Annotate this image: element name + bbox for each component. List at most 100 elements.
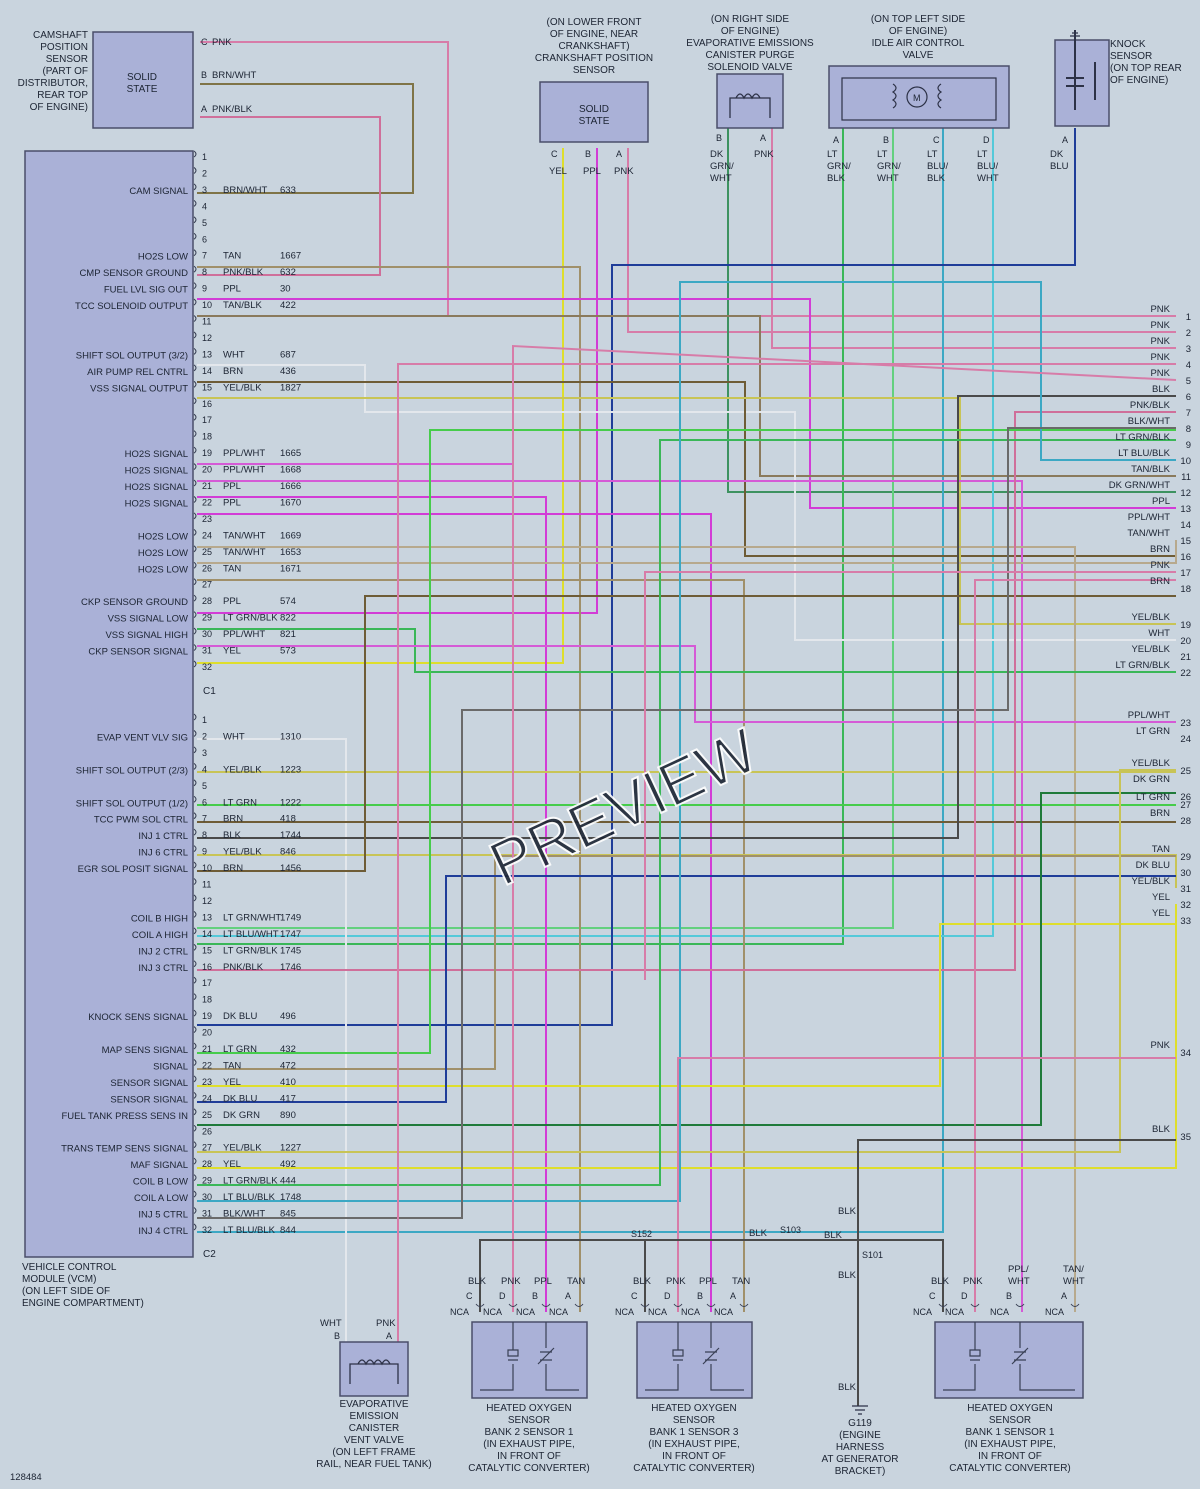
c2-pin-3-number: 3 <box>202 748 207 758</box>
pin-terminal-icon <box>193 1042 197 1050</box>
vent-pin-B: B <box>334 1331 340 1341</box>
b2s1-pin-B-nca: NCA <box>516 1307 535 1317</box>
c2-pin-25-signal: FUEL TANK PRESS SENS IN <box>61 1111 188 1122</box>
b2s1-label: CATALYTIC CONVERTER) <box>468 1463 590 1474</box>
c1-pin-14-signal: AIR PUMP REL CNTRL <box>87 367 188 378</box>
c2-pin-2-number: 2 <box>202 731 207 741</box>
c2-pin-5-number: 5 <box>202 781 207 791</box>
vent-solenoid-icon <box>349 1359 399 1384</box>
b2s1-pin-C-wire: BLK <box>468 1276 487 1287</box>
b1s1-pin-D: D <box>961 1291 968 1301</box>
edge-wire-color: BRN <box>1150 808 1170 819</box>
b1s1-label: SENSOR <box>989 1415 1031 1426</box>
c1-pin-19-signal: HO2S SIGNAL <box>125 449 188 460</box>
c1-pin-27-number: 27 <box>202 580 212 590</box>
c2-pin-7-signal: TCC PWM SOL CTRL <box>94 815 188 826</box>
ckp-label: CRANKSHAFT) <box>558 41 629 52</box>
c2-pin-8-signal: INJ 1 CTRL <box>138 831 188 842</box>
b2s1-pin-D-nca: NCA <box>483 1307 502 1317</box>
ckp-body-text: SOLID <box>579 104 609 115</box>
cmp-pin-B: B <box>201 70 207 80</box>
b2s1-pin-C-nca: NCA <box>450 1307 469 1317</box>
edge-ref-number: 13 <box>1180 504 1191 515</box>
c2-pin-8-number: 8 <box>202 830 207 840</box>
c2-pin-8-circuit: 1744 <box>280 830 301 841</box>
c1-pin-18-number: 18 <box>202 432 212 442</box>
c1-pin-21-number: 21 <box>202 481 212 491</box>
b1s1-pin-C-wire: BLK <box>931 1276 950 1287</box>
c2-pin-25-circuit: 890 <box>280 1110 296 1121</box>
c1-pin-30-number: 30 <box>202 629 212 639</box>
b1s3-pin-D-wire: PNK <box>666 1276 686 1287</box>
edge-wire-color: LT GRN <box>1136 792 1170 803</box>
iac-pin-A-wire: GRN/ <box>827 161 851 172</box>
ground-symbol-icon <box>1070 32 1080 37</box>
c2-pin-4-number: 4 <box>202 764 207 774</box>
c2-pin-16-signal: INJ 3 CTRL <box>138 963 188 974</box>
ground-wire-label: BLK <box>838 1206 857 1217</box>
iac-pin-B-wire: GRN/ <box>877 161 901 172</box>
purge-label: CANISTER PURGE <box>706 50 795 61</box>
pin-terminal-icon <box>193 249 197 257</box>
c2-pin-17-number: 17 <box>202 978 212 988</box>
iac-pin-D-wire: BLU/ <box>977 161 998 172</box>
c1-pin-29-circuit: 822 <box>280 613 296 624</box>
pin-terminal-icon <box>193 512 197 520</box>
cmp-body-text: STATE <box>127 84 158 95</box>
c2-pin-28-signal: MAF SIGNAL <box>130 1160 188 1171</box>
edge-ref-number: 5 <box>1186 376 1191 387</box>
edge-ref-number: 29 <box>1180 852 1191 863</box>
pin-terminal-icon <box>193 894 197 902</box>
b2s1-label: IN FRONT OF <box>497 1451 561 1462</box>
edge-wire-color: PNK <box>1150 368 1170 379</box>
edge-wire-color: LT GRN/BLK <box>1115 660 1170 671</box>
pin-terminal-icon <box>193 397 197 405</box>
edge-wire-color: DK GRN/WHT <box>1109 480 1170 491</box>
pin-terminal-icon <box>193 960 197 968</box>
c1-pin-24-circuit: 1669 <box>280 530 301 541</box>
edge-ref-number: 15 <box>1180 536 1191 547</box>
edge-ref-number: 30 <box>1180 868 1191 879</box>
edge-wire-color: PNK <box>1150 1040 1170 1051</box>
b1s3-pin-D-nca: NCA <box>648 1307 667 1317</box>
edge-wire-color: LT GRN <box>1136 726 1170 737</box>
c2-pin-24-wire: DK BLU <box>223 1093 257 1104</box>
edge-ref-number: 35 <box>1180 1132 1191 1143</box>
c1-pin-9-signal: FUEL LVL SIG OUT <box>104 285 188 296</box>
c1-pin-20-wire: PPL/WHT <box>223 465 265 476</box>
c2-pin-23-wire: YEL <box>223 1077 241 1088</box>
edge-ref-number: 21 <box>1180 652 1191 663</box>
c2-pin-31-wire: BLK/WHT <box>223 1209 265 1220</box>
c2-pin-21-signal: MAP SENS SIGNAL <box>102 1045 188 1056</box>
splice-s103: S103 <box>780 1225 801 1235</box>
b1s3-pin-B-nca: NCA <box>681 1307 700 1317</box>
edge-ref-number: 10 <box>1180 456 1191 467</box>
pin-terminal-icon <box>193 578 197 586</box>
b1s1-pin-D-nca: NCA <box>945 1307 964 1317</box>
purge-pin-B-wire: DK <box>710 149 724 160</box>
pin-terminal-icon <box>574 1303 584 1307</box>
pin-terminal-icon <box>193 1009 197 1017</box>
c1-pin-1-number: 1 <box>202 152 207 162</box>
purge-pin-A: A <box>760 133 766 143</box>
c2-pin-27-wire: YEL/BLK <box>223 1143 262 1154</box>
edge-wire-color: WHT <box>1148 628 1170 639</box>
iac-pin-B: B <box>883 135 889 145</box>
b2s1-pin-D-wire: PNK <box>501 1276 521 1287</box>
wire <box>197 364 1176 641</box>
edge-wire-color: BLK <box>1152 384 1171 395</box>
c2-pin-32-signal: INJ 4 CTRL <box>138 1226 188 1237</box>
vent-label: RAIL, NEAR FUEL TANK) <box>316 1459 431 1470</box>
pin-terminal-icon <box>508 1303 518 1307</box>
c2-pin-30-signal: COIL A LOW <box>134 1193 188 1204</box>
pin-terminal-icon <box>193 561 197 569</box>
c2-pin-10-circuit: 1456 <box>280 863 301 874</box>
pin-terminal-icon <box>193 199 197 207</box>
wire <box>197 769 1176 1153</box>
cmp-pin-A: A <box>201 104 207 114</box>
pin-terminal-icon <box>193 1059 197 1066</box>
b1s1-label: (IN EXHAUST PIPE, <box>964 1439 1056 1450</box>
pin-terminal-icon <box>193 1223 197 1231</box>
c1-pin-22-number: 22 <box>202 497 212 507</box>
c2-pin-19-circuit: 496 <box>280 1011 296 1022</box>
